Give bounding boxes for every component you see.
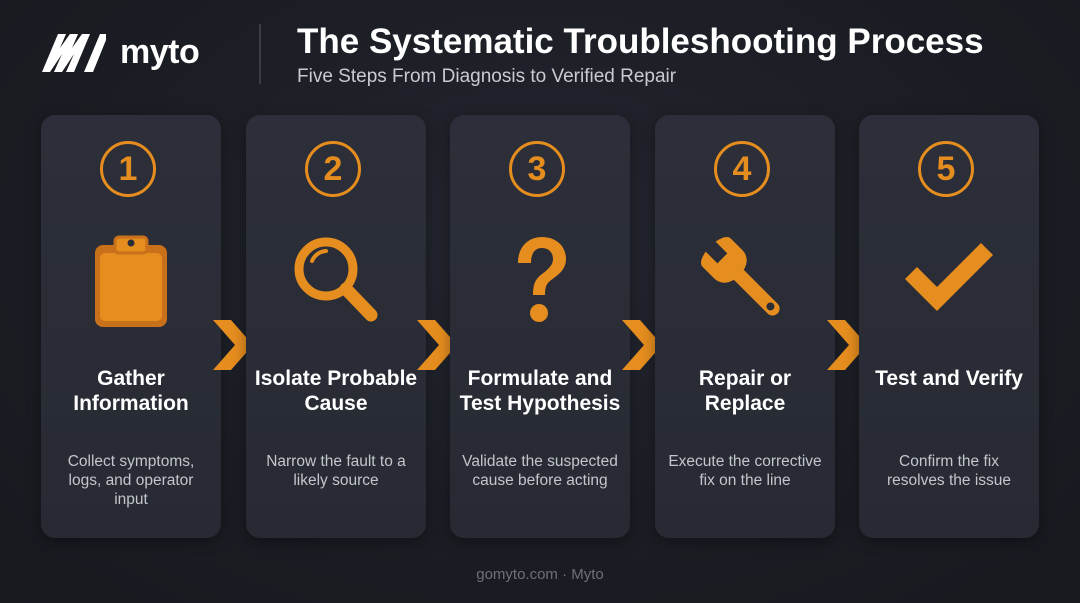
step-title: Gather Information bbox=[73, 367, 189, 415]
chevron-right-icon bbox=[415, 318, 459, 372]
magnifier-icon bbox=[286, 231, 386, 331]
step-title: Isolate Probable Cause bbox=[254, 367, 418, 415]
chevron-right-icon bbox=[620, 318, 664, 372]
step-number-badge: 1 bbox=[100, 141, 156, 197]
step-title: Repair or Replace bbox=[698, 367, 792, 415]
checkmark-icon bbox=[899, 231, 999, 331]
clipboard-icon bbox=[81, 231, 181, 331]
chevron-right-icon bbox=[211, 318, 255, 372]
step-description: Narrow the fault to a likely source bbox=[266, 453, 406, 489]
page-title: The Systematic Troubleshooting Process bbox=[297, 22, 984, 61]
step-card-2: 2 Isolate Probable Cause Narrow the faul… bbox=[246, 115, 426, 538]
step-number-badge: 3 bbox=[509, 141, 565, 197]
step-number-badge: 2 bbox=[305, 141, 361, 197]
step-number-badge: 4 bbox=[714, 141, 770, 197]
step-card-5: 5 Test and Verify Confirm the fix resolv… bbox=[859, 115, 1039, 538]
step-card-1: 1 Gather Information Collect symptoms, l… bbox=[41, 115, 221, 538]
step-card-4: 4 Repair or Replace Execute the correcti… bbox=[655, 115, 835, 538]
step-title: Formulate and Test Hypothesis bbox=[459, 367, 621, 415]
brand-logo: myto bbox=[40, 30, 200, 74]
footer-credit: gomyto.com · Myto bbox=[476, 566, 604, 583]
wrench-icon bbox=[695, 231, 795, 331]
myto-logo-icon bbox=[42, 34, 106, 72]
step-description: Execute the corrective fix on the line bbox=[668, 453, 822, 489]
header-divider bbox=[259, 24, 261, 84]
question-mark-icon bbox=[490, 231, 590, 331]
page-subtitle: Five Steps From Diagnosis to Verified Re… bbox=[297, 66, 677, 87]
step-description: Validate the suspected cause before acti… bbox=[462, 453, 618, 489]
brand-name: myto bbox=[120, 32, 200, 71]
step-number-badge: 5 bbox=[918, 141, 974, 197]
header: myto The Systematic Troubleshooting Proc… bbox=[0, 0, 1080, 110]
step-title: Test and Verify bbox=[875, 367, 1023, 390]
step-card-3: 3 Formulate and Test Hypothesis Validate… bbox=[450, 115, 630, 538]
step-description: Confirm the fix resolves the issue bbox=[886, 453, 1012, 489]
step-description: Collect symptoms, logs, and operator inp… bbox=[67, 453, 195, 508]
